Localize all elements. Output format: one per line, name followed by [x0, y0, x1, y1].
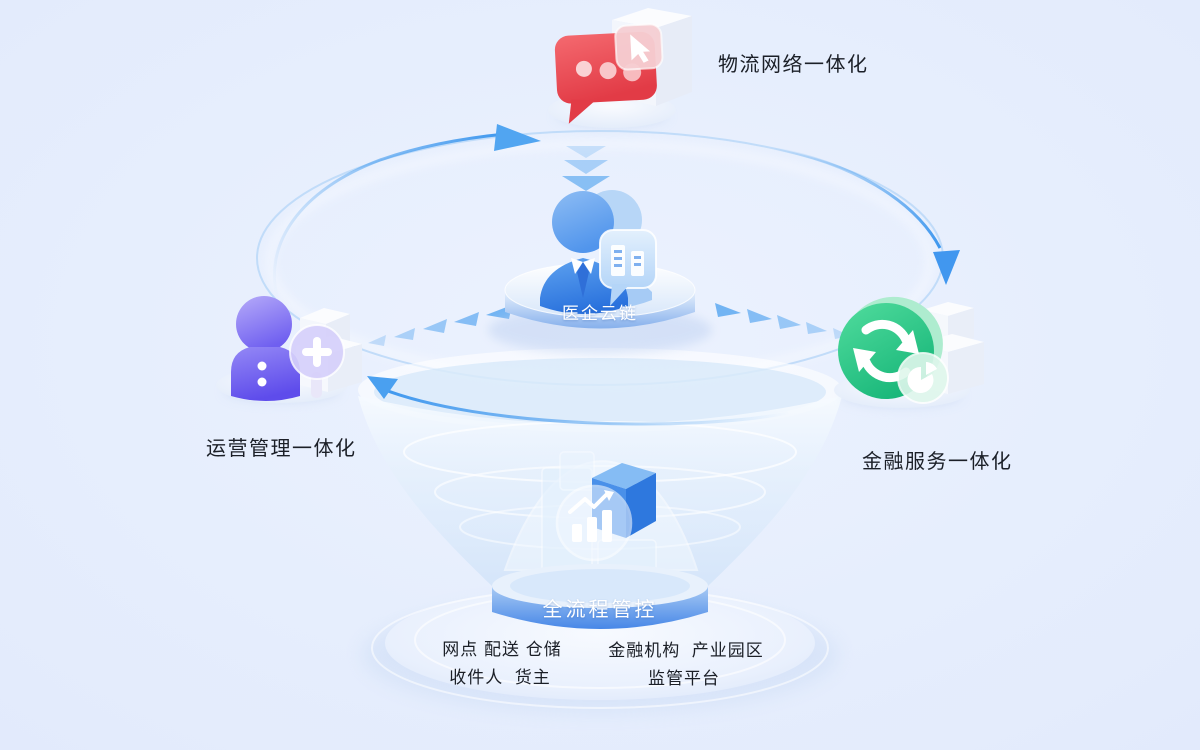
pie-badge-icon — [897, 352, 949, 404]
left-node — [216, 296, 362, 403]
user-add-icon — [231, 296, 345, 401]
funnel-tag-recipient: 收件人 货主 — [449, 668, 551, 687]
base-platform — [362, 586, 838, 713]
down-chevrons — [562, 146, 610, 191]
funnel-label: 全流程管控 — [542, 599, 658, 621]
building-bubble-icon — [599, 229, 657, 306]
chat-message-cursor-icon — [554, 23, 664, 124]
top-node — [548, 8, 692, 128]
business-person-icon — [540, 190, 657, 314]
funnel-tag-finance: 金融机构 产业园区 — [608, 641, 764, 660]
orbit-arrow-top-icon — [494, 124, 541, 151]
cursor-icon — [614, 23, 664, 71]
right-chevron-flow — [715, 303, 851, 339]
funnel-tag-regulator: 监管平台 — [648, 669, 720, 688]
plus-badge-icon — [289, 324, 345, 398]
rim-arrow-left-icon — [367, 376, 398, 399]
right-node — [834, 296, 984, 408]
left-node-label: 运营管理一体化 — [206, 438, 357, 460]
orbit-arrow-right-icon — [933, 250, 960, 285]
left-chevron-flow — [368, 305, 512, 346]
top-node-label: 物流网络一体化 — [718, 54, 869, 76]
funnel-pedestal — [492, 564, 708, 629]
funnel-tag-network: 网点 配送 仓储 — [442, 640, 562, 659]
sync-pie-icon — [838, 296, 949, 404]
right-node-label: 金融服务一体化 — [862, 451, 1013, 473]
center-node-label: 医企云链 — [562, 304, 638, 323]
